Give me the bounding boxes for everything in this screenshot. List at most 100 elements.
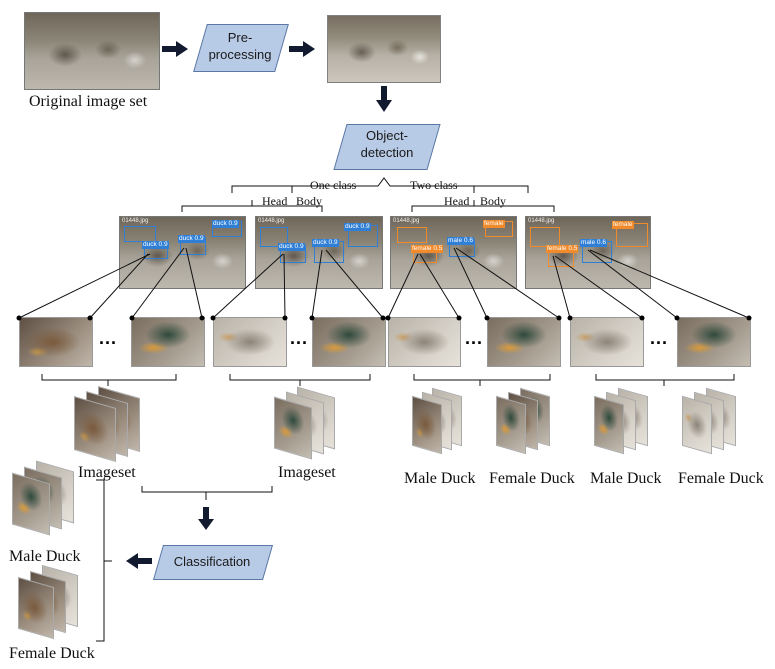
output-bracket (96, 479, 105, 642)
connector-dot (385, 315, 391, 321)
head-label-left: Head (262, 194, 288, 208)
arrow-left (126, 553, 138, 569)
group-bracket (595, 374, 735, 381)
arrow-down (376, 100, 392, 112)
detection-box (260, 227, 288, 247)
detection-label: duck 0.9 (142, 241, 169, 249)
crop-head-female (487, 317, 561, 367)
one-class-bracket (181, 205, 323, 212)
detection-label: female 0.5 (411, 245, 444, 253)
arrow-down (203, 507, 209, 519)
detection-label: female (612, 221, 634, 229)
connector-line (283, 253, 286, 319)
body-label-left: Body (296, 194, 323, 208)
connector-line (89, 253, 149, 319)
group-bracket (229, 374, 371, 381)
final-female-label: Female Duck (9, 645, 95, 662)
male-duck-label-2: Male Duck (590, 470, 662, 487)
detection-label: female (483, 220, 505, 228)
connector-line (554, 255, 643, 319)
detection-label: female 0.5 (546, 245, 579, 253)
crop-body-2 (312, 317, 386, 367)
original-image (24, 12, 160, 90)
connector-dot (210, 315, 216, 321)
arrow-down (381, 86, 387, 100)
detection-image-one-class-body: 01448.jpg duck 0.9 duck 0.9 duck 0.9 (255, 216, 383, 289)
detection-box (530, 227, 560, 247)
imageset-label-left: Imageset (78, 464, 136, 481)
male-duck-label-1: Male Duck (404, 470, 476, 487)
arrow-right (289, 46, 303, 52)
final-male-label: Male Duck (9, 548, 81, 565)
preprocessed-image (327, 15, 441, 83)
connector-line (455, 247, 560, 319)
connector-dot (380, 315, 386, 321)
connector-line (185, 247, 203, 319)
body-label-right: Body (480, 194, 507, 208)
classification-label: Classification (173, 554, 251, 569)
detection-image-one-class-head: 01448.jpg duck 0.9 duck 0.9 duck 0.9 (119, 216, 246, 289)
connector-line (131, 247, 185, 319)
detection-label: male 0.6 (447, 237, 474, 245)
connector-dot (282, 315, 288, 321)
detection-box (124, 226, 156, 242)
connector-line (589, 249, 750, 319)
crop-body-male (570, 317, 644, 367)
imageset-label-right: Imageset (278, 464, 336, 481)
ellipsis: ... (465, 328, 484, 348)
arrow-right (162, 46, 176, 52)
head-label-right: Head (444, 194, 470, 208)
detection-label: duck 0.9 (278, 243, 305, 251)
ellipsis: ... (650, 328, 669, 348)
connector-dot (639, 315, 645, 321)
connector-line (552, 255, 571, 319)
group-bracket (413, 374, 551, 381)
connector-dot (129, 315, 135, 321)
arrow-right (303, 41, 315, 57)
crop-body-female (677, 317, 751, 367)
two-class-label: Two class (410, 178, 458, 192)
connector-dot (309, 315, 315, 321)
connector-line (311, 249, 323, 319)
ellipsis: ... (99, 328, 118, 348)
detection-label: duck 0.9 (344, 223, 371, 231)
connector-dot (199, 315, 205, 321)
connector-dot (567, 315, 573, 321)
crop-head-2 (131, 317, 205, 367)
connector-dot (484, 315, 490, 321)
one-class-label: One class (310, 178, 357, 192)
connector-line (18, 253, 151, 319)
connector-line (419, 253, 460, 319)
connector-line (387, 253, 419, 319)
arrow-right (176, 41, 188, 57)
imageset-bracket (141, 486, 273, 493)
detection-box (397, 227, 427, 243)
preprocessing-label: Pre- processing (208, 30, 272, 62)
connector-line (325, 249, 384, 319)
connector-dot (456, 315, 462, 321)
connector-dot (16, 315, 22, 321)
arrow-left (138, 558, 152, 564)
connector-line (453, 247, 488, 319)
connector-line (587, 249, 678, 319)
crop-head-1 (19, 317, 93, 367)
connector-dot (746, 315, 752, 321)
detection-label: duck 0.9 (312, 239, 339, 247)
group-bracket (41, 374, 177, 381)
class-brace (231, 177, 529, 193)
female-duck-label-1: Female Duck (489, 470, 575, 487)
crop-head-male (388, 317, 461, 367)
original-image-label: Original image set (29, 93, 148, 110)
detection-image-two-class-body: 01448.jpg female 0.5 male 0.6 female (525, 216, 651, 289)
crop-body-1 (213, 317, 287, 367)
connector-line (212, 253, 284, 319)
detection-label: duck 0.9 (178, 235, 205, 243)
female-duck-label-2: Female Duck (678, 470, 764, 487)
connector-dot (87, 315, 93, 321)
detection-label: duck 0.9 (212, 220, 239, 228)
connector-dot (556, 315, 562, 321)
detection-image-two-class-head: 01448.jpg female 0.5 male 0.6 female (390, 216, 517, 289)
arrow-down (198, 519, 214, 530)
